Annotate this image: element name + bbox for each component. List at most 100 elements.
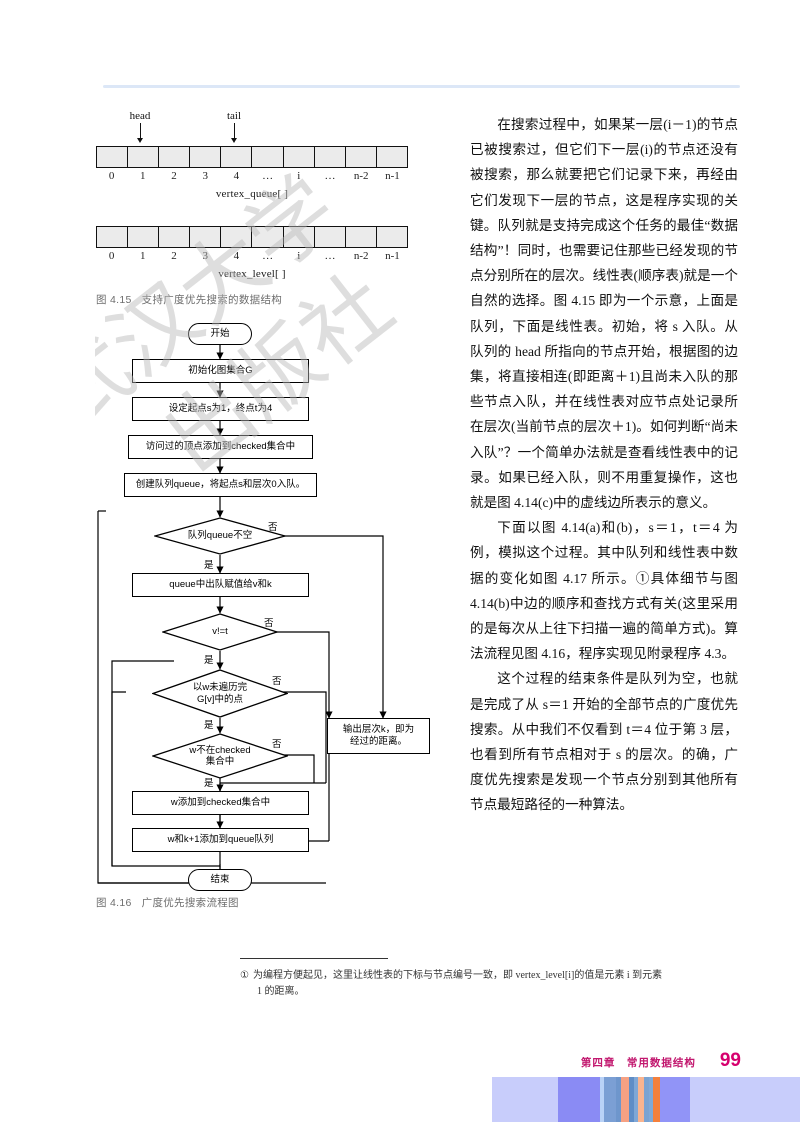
array-index-label: 4: [233, 170, 240, 182]
flow-label-no-1: 否: [268, 522, 278, 533]
flow-node-add-checked-set: 访问过的顶点添加到checked集合中: [128, 435, 313, 459]
left-column: head tail 0 1 2 3 4 … i … n-2 n-1 vertex_queue[ ]…: [96, 110, 441, 910]
array-index-label: …: [262, 170, 274, 182]
array-index-label: 3: [202, 250, 208, 262]
array-index-label: 0: [108, 170, 115, 182]
footer-chapter-title: 第四章 常用数据结构: [580, 1057, 696, 1069]
page-number: 99: [719, 1050, 741, 1071]
vertex-queue-array: [96, 146, 408, 168]
flow-label-yes-4: 是: [204, 778, 214, 789]
array-cell: [128, 227, 160, 247]
head-pointer-arrowhead: [137, 138, 143, 143]
footnote-line-1: 为编程方便起见，这里让线性表的下标与节点编号一致，即 vertex_level[…: [252, 970, 663, 981]
head-pointer-stem: [139, 123, 141, 139]
array-cell: [345, 227, 377, 247]
array-cell: [376, 227, 407, 247]
vertex-level-array: [96, 226, 408, 248]
tail-pointer-label: tail: [226, 110, 242, 122]
footer-color-bars: [492, 1077, 800, 1122]
array-cell: [190, 147, 222, 167]
pointer-row: head tail: [96, 110, 441, 146]
array-cell: [221, 227, 253, 247]
header-rule: [103, 85, 740, 88]
figure-415-title: 支持广度优先搜索的数据结构: [141, 294, 283, 306]
array-index-label: 1: [140, 250, 146, 262]
body-paragraph-3: 这个过程的结束条件是队列为空，也就是完成了从 s＝1 开始的全部节点的广度优先搜…: [470, 671, 738, 813]
right-column: 在搜索过程中，如果某一层(i－1)的节点已被搜索过，但它们下一层(i)的节点还没…: [470, 112, 738, 818]
flow-node-set-start-end: 设定起点s为1，终点t为4: [132, 397, 309, 421]
flow-label-yes-3: 是: [204, 720, 214, 731]
array-index-label: n-1: [385, 170, 400, 182]
flow-node-output-level: 输出层次k，即为经过的距离。: [327, 718, 430, 754]
flow-decision-v-ne-t: v!=t: [162, 613, 278, 651]
flow-node-end: 结束: [188, 869, 252, 891]
flow-decision-queue-not-empty: 队列queue不空: [154, 517, 286, 555]
array-cell: [159, 227, 191, 247]
footer-color-bar: [558, 1077, 600, 1122]
footer-color-bar: [690, 1077, 800, 1122]
tail-pointer: tail: [212, 110, 256, 143]
head-pointer-label: head: [129, 110, 151, 122]
flow-node-init-graph: 初始化图集合G: [132, 359, 309, 383]
array-index-label: 4: [233, 250, 240, 262]
footer-color-bar: [492, 1077, 558, 1122]
array-cell: [252, 227, 284, 247]
array-cell: [283, 147, 315, 167]
footer-color-bar: [649, 1077, 653, 1122]
array-index-label: n-1: [385, 250, 400, 262]
footer-color-bar: [604, 1077, 616, 1122]
array-index-label: n-2: [353, 250, 369, 262]
array-cell: [314, 147, 346, 167]
footer-color-bar: [653, 1077, 660, 1122]
array-index-label: 1: [140, 170, 146, 182]
array-index-label: …: [324, 170, 336, 182]
array-cell: [376, 147, 407, 167]
figure-415-caption: 图 4.15 支持广度优先搜索的数据结构: [96, 292, 441, 307]
array-index-label: n-2: [353, 170, 369, 182]
array-cell: [159, 147, 191, 167]
footer-color-bar: [634, 1077, 638, 1122]
array-index-label: i: [297, 170, 301, 182]
figure-416-title: 广度优先搜索流程图: [141, 897, 239, 909]
array-index-label: 2: [171, 170, 177, 182]
array-index-label: 0: [108, 250, 115, 262]
footer-color-bar: [616, 1077, 621, 1122]
array-index-label: 2: [171, 250, 177, 262]
array-cell: [190, 227, 222, 247]
flow-node-create-queue: 创建队列queue，将起点s和层次0入队。: [124, 473, 317, 497]
array-index-label: 3: [202, 170, 208, 182]
figure-416-flowchart: 开始 初始化图集合G 设定起点s为1，终点t为4 访问过的顶点添加到checke…: [96, 321, 441, 891]
head-pointer: head: [118, 110, 162, 143]
array-cell: [97, 147, 129, 167]
flow-node-add-w-checked: w添加到checked集合中: [132, 791, 309, 815]
footnote-line-2: 1 的距离。: [257, 986, 305, 997]
flow-node-dequeue: queue中出队赋值给v和k: [132, 573, 309, 597]
footer-color-bar: [621, 1077, 629, 1122]
flow-label-yes-2: 是: [204, 655, 214, 666]
array-cell: [314, 227, 346, 247]
array-index-label: …: [324, 250, 336, 262]
array-index-label: …: [262, 250, 274, 262]
flow-decision-v-ne-t-label: v!=t: [212, 626, 228, 638]
tail-pointer-stem: [233, 123, 235, 139]
vertex-queue-name: vertex_queue[ ]: [215, 188, 289, 200]
footer-color-bar: [600, 1077, 604, 1122]
array-cell: [345, 147, 377, 167]
array-cell: [221, 147, 253, 167]
body-paragraph-1: 在搜索过程中，如果某一层(i－1)的节点已被搜索过，但它们下一层(i)的节点还没…: [470, 117, 738, 511]
figure-415-number: 图 4.15: [96, 294, 132, 306]
footnote-marker: ①: [240, 970, 249, 981]
footer-color-bar: [660, 1077, 690, 1122]
flow-node-start: 开始: [188, 323, 252, 345]
tail-pointer-arrowhead: [231, 138, 237, 143]
body-paragraph-2: 下面以图 4.14(a)和(b)，s＝1，t＝4 为例，模拟这个过程。其中队列和…: [470, 520, 738, 662]
flow-label-no-4: 否: [272, 739, 282, 750]
vertex-level-name: vertex_level[ ]: [218, 268, 286, 280]
array-cell: [252, 147, 284, 167]
array-cell: [97, 227, 129, 247]
